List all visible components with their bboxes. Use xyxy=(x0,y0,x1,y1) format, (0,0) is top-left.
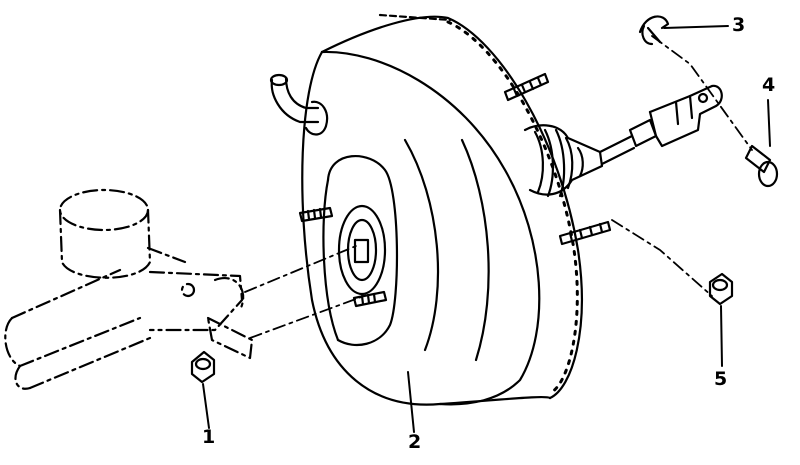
pushrod-clevis xyxy=(600,86,722,164)
callout-4: 4 xyxy=(762,74,776,96)
nut-5 xyxy=(710,274,732,304)
leader-4 xyxy=(768,100,770,146)
leader-5 xyxy=(721,306,722,366)
leader-3 xyxy=(664,26,728,28)
callout-3: 3 xyxy=(732,14,746,36)
callout-5: 5 xyxy=(714,368,728,390)
alignment-lines xyxy=(245,36,752,338)
brake-booster xyxy=(271,15,722,405)
front-stud xyxy=(300,208,332,221)
callout-1: 1 xyxy=(202,426,216,448)
rear-stud xyxy=(560,222,610,244)
pushrod-boot xyxy=(525,125,602,196)
callout-2: 2 xyxy=(408,431,422,453)
clevis-pin-4 xyxy=(746,146,777,186)
leader-lines xyxy=(203,26,770,432)
master-cylinder-phantom xyxy=(5,190,252,389)
leader-2 xyxy=(408,372,414,432)
rear-stud xyxy=(505,74,548,100)
clip-3 xyxy=(640,16,668,44)
leader-1 xyxy=(203,384,209,428)
nut-1 xyxy=(192,352,214,382)
